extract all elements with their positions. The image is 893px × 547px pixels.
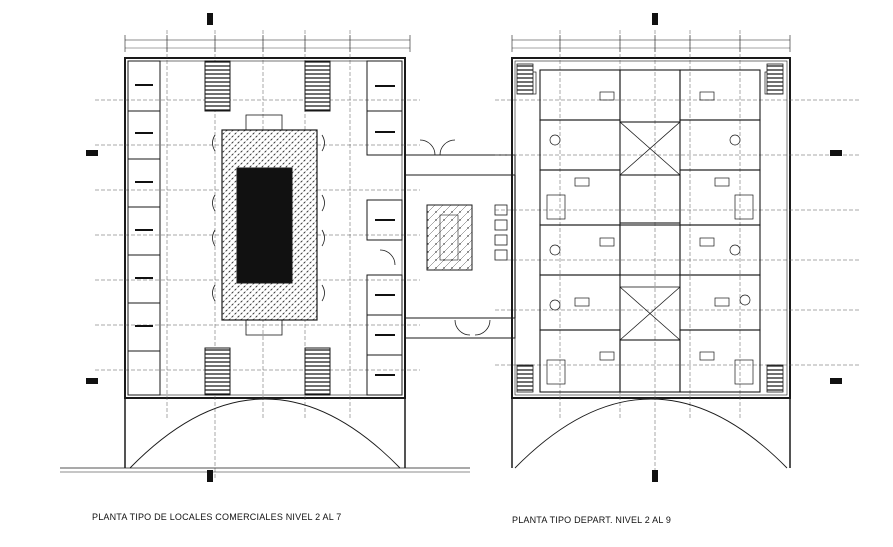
left-plan-caption: PLANTA TIPO DE LOCALES COMERCIALES NIVEL… <box>92 512 342 522</box>
right-apartment-plan <box>495 13 860 482</box>
right-plan-caption: PLANTA TIPO DEPART. NIVEL 2 AL 9 <box>512 515 672 525</box>
connector-corridor <box>379 139 516 339</box>
left-commercial-plan <box>60 13 470 482</box>
